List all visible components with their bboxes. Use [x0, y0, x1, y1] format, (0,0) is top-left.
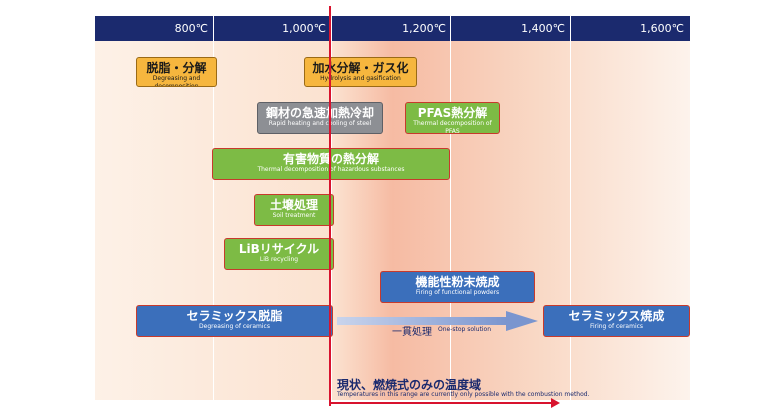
tick-label: 800℃	[174, 22, 208, 35]
gridline-1200	[450, 16, 451, 400]
combustion-range-arrow-head	[551, 398, 560, 408]
one-stop-arrow-head	[506, 311, 538, 331]
process-jp-label: LiBリサイクル	[238, 242, 320, 256]
process-ceramic-degreasing: セラミックス脱脂 Degreasing of ceramics	[136, 305, 333, 337]
process-jp-label: 脱脂・分解	[146, 61, 207, 75]
process-ceramic-firing: セラミックス焼成 Firing of ceramics	[543, 305, 690, 337]
combustion-note-jp: 現状、燃焼式のみの温度域	[337, 378, 482, 392]
combustion-note-en: Temperatures in this range are currently…	[337, 391, 590, 398]
tick-label: 1,200℃	[402, 22, 446, 35]
process-soil: 土壌処理 Soil treatment	[254, 194, 334, 226]
combustion-limit-line	[329, 6, 331, 406]
process-en-label: Degreasing of ceramics	[199, 323, 270, 330]
process-en-label: LiB recycling	[259, 256, 299, 263]
tick-label: 1,600℃	[640, 22, 684, 35]
process-jp-label: 加水分解・ガス化	[312, 61, 409, 75]
process-functional-powders: 機能性粉末焼成 Firing of functional powders	[380, 271, 535, 303]
gridline-1000	[213, 16, 214, 400]
process-jp-label: 鋼材の急速加熱冷却	[265, 106, 374, 120]
process-en-label: Rapid heating and cooling of steel	[268, 120, 372, 127]
process-degreasing: 脱脂・分解 Degreasing and decomposition	[136, 57, 217, 87]
gridline-1400	[570, 16, 571, 400]
tick-label: 1,000℃	[282, 22, 326, 35]
process-jp-label: 土壌処理	[269, 198, 318, 212]
process-lib-recycling: LiBリサイクル LiB recycling	[224, 238, 334, 270]
process-en-label: Hydrolysis and gasification	[320, 75, 401, 82]
process-en-label: Thermal decomposition of PFAS	[413, 120, 492, 134]
process-steel: 鋼材の急速加熱冷却 Rapid heating and cooling of s…	[257, 102, 383, 134]
process-hydrolysis: 加水分解・ガス化 Hydrolysis and gasification	[304, 57, 417, 87]
process-en-label: Thermal decomposition of hazardous subst…	[257, 166, 405, 173]
combustion-range-arrow	[331, 402, 553, 404]
one-stop-arrow	[337, 317, 507, 325]
process-pfas: PFAS熱分解 Thermal decomposition of PFAS	[405, 102, 500, 134]
process-en-label: Degreasing and decomposition	[152, 75, 201, 87]
temperature-axis-header	[95, 16, 690, 41]
one-stop-label-en: One-stop solution	[438, 326, 492, 333]
one-stop-label-jp: 一貫処理	[392, 327, 432, 338]
process-hazardous: 有害物質の熱分解 Thermal decomposition of hazard…	[212, 148, 450, 180]
process-jp-label: セラミックス焼成	[568, 309, 665, 323]
temperature-gradient-band	[95, 41, 690, 400]
process-jp-label: PFAS熱分解	[417, 106, 488, 120]
process-jp-label: セラミックス脱脂	[186, 309, 283, 323]
process-en-label: Firing of ceramics	[589, 323, 644, 330]
tick-label: 1,400℃	[521, 22, 565, 35]
process-en-label: Soil treatment	[272, 212, 316, 219]
process-en-label: Firing of functional powders	[415, 289, 500, 296]
process-jp-label: 有害物質の熱分解	[213, 152, 449, 166]
process-jp-label: 機能性粉末焼成	[415, 275, 500, 289]
